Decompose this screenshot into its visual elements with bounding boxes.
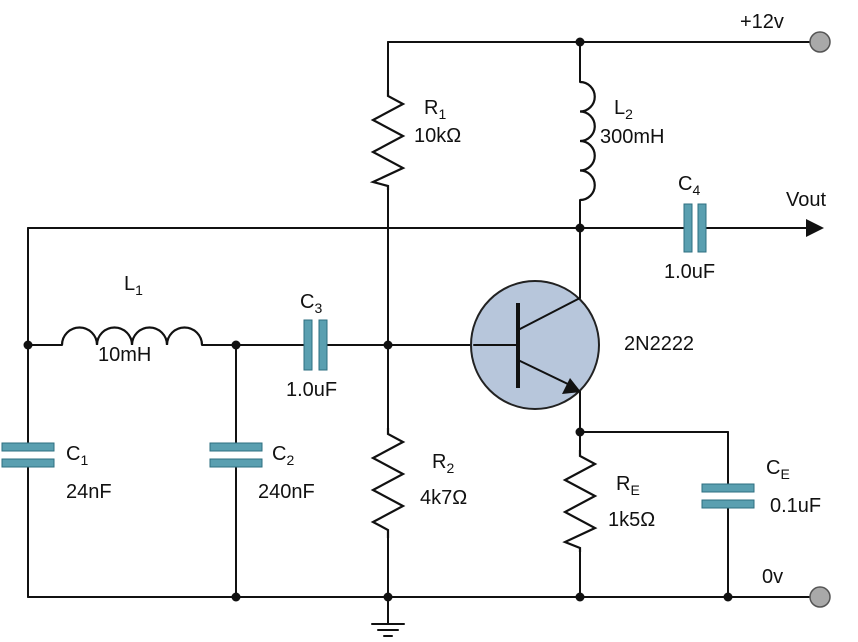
inductor-l1-icon [60,326,204,346]
capacitor-ce-icon [701,483,755,509]
c2-value: 240nF [258,481,315,503]
l2-value: 300mH [600,126,664,148]
l1-value: 10mH [98,344,151,366]
re-value: 1k5Ω [608,509,655,531]
junction-dot [575,427,585,437]
junction-dot [383,340,393,350]
ground-terminal[interactable] [809,586,831,608]
capacitor-c3-icon [303,319,328,371]
junction-dot [231,592,241,602]
ground-symbol-icon [371,623,405,637]
junction-dot [723,592,733,602]
npn-transistor-q1-icon [470,280,600,410]
r2-designator: R2 [432,451,454,476]
supply-label: +12v [740,11,784,33]
r1-designator: R1 [424,97,446,122]
junction-dot [383,592,393,602]
junction-dot [23,340,33,350]
c2-designator: C2 [272,443,294,468]
junction-dot [575,592,585,602]
r1-value: 10kΩ [414,125,461,147]
capacitor-c1-icon [1,442,55,468]
q1-part-number: 2N2222 [624,333,694,355]
ce-designator: CE [766,457,790,482]
l1-designator: L1 [124,273,143,298]
c3-designator: C3 [300,291,322,316]
c1-designator: C1 [66,443,88,468]
junction-dot [575,223,585,233]
ground-label: 0v [762,566,783,588]
output-label: Vout [786,189,826,211]
c4-value: 1.0uF [664,261,715,283]
c3-value: 1.0uF [286,379,337,401]
output-arrow-icon [806,219,824,237]
inductor-l2-icon [579,80,596,202]
supply-terminal[interactable] [809,31,831,53]
resistor-re-icon [562,450,598,552]
c1-value: 24nF [66,481,112,503]
resistor-r2-icon [370,428,406,538]
c4-designator: C4 [678,173,700,198]
resistor-r1-icon [369,90,406,190]
capacitor-c4-icon [683,203,707,253]
r2-value: 4k7Ω [420,487,467,509]
ce-value: 0.1uF [770,495,821,517]
junction-dot [231,340,241,350]
junction-dot [575,37,585,47]
re-designator: RE [616,473,640,498]
junctions [23,37,733,602]
wires [27,41,811,625]
l2-designator: L2 [614,97,633,122]
capacitor-c2-icon [209,442,263,468]
